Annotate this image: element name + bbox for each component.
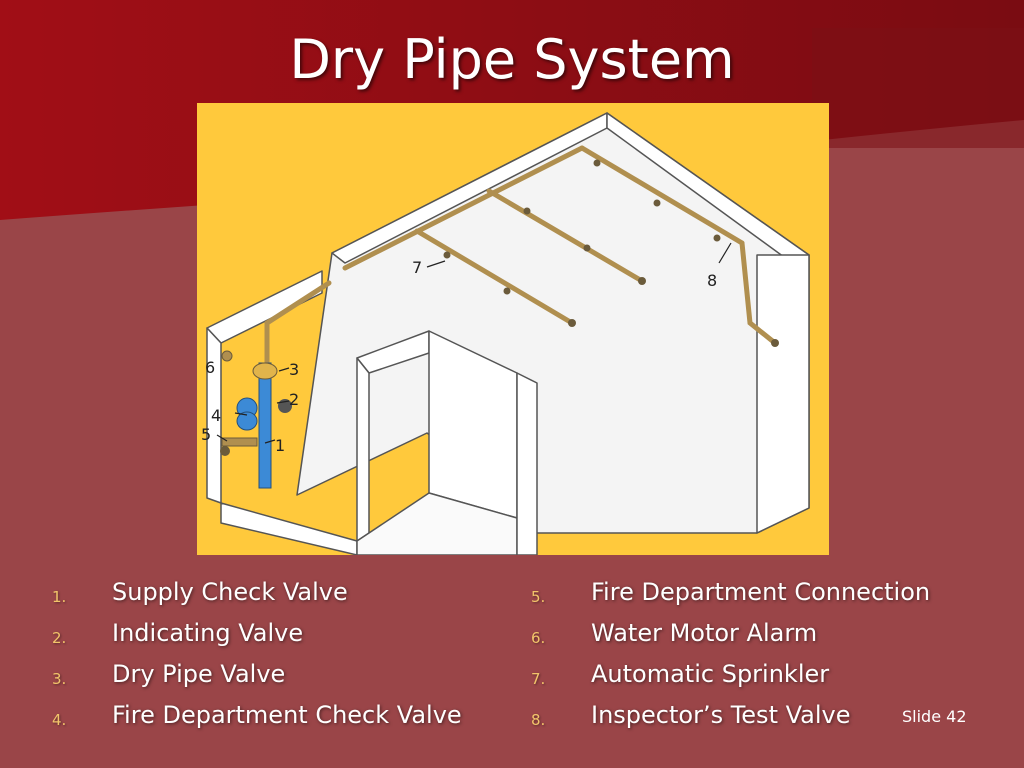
slide-title: Dry Pipe System bbox=[289, 28, 735, 91]
callout-2: 2 bbox=[289, 390, 299, 409]
item-number: 2. bbox=[52, 629, 67, 647]
callout-8: 8 bbox=[707, 271, 717, 290]
callout-6: 6 bbox=[205, 358, 215, 377]
item-label: Water Motor Alarm bbox=[591, 619, 818, 647]
item-label: Indicating Valve bbox=[112, 619, 304, 647]
item-label: Supply Check Valve bbox=[112, 578, 348, 606]
callout-4: 4 bbox=[211, 406, 221, 425]
item-number: 7. bbox=[531, 670, 546, 688]
callout-1: 1 bbox=[275, 436, 285, 455]
callout-5: 5 bbox=[201, 425, 211, 444]
item-label: Fire Department Connection bbox=[591, 578, 931, 606]
callout-3: 3 bbox=[289, 360, 299, 379]
item-number: 8. bbox=[531, 711, 546, 729]
item-label: Dry Pipe Valve bbox=[112, 660, 286, 688]
item-number: 5. bbox=[531, 588, 546, 606]
slide-number: Slide 42 bbox=[902, 707, 967, 726]
item-number: 3. bbox=[52, 670, 67, 688]
item-label: Inspector’s Test Valve bbox=[591, 701, 851, 729]
item-number: 6. bbox=[531, 629, 546, 647]
callout-7: 7 bbox=[412, 258, 422, 277]
item-number: 1. bbox=[52, 588, 67, 606]
dry-pipe-system-diagram: 1 2 3 4 5 6 7 8 bbox=[197, 103, 829, 555]
item-number: 4. bbox=[52, 711, 67, 729]
item-label: Automatic Sprinkler bbox=[591, 660, 830, 688]
item-label: Fire Department Check Valve bbox=[112, 701, 462, 729]
